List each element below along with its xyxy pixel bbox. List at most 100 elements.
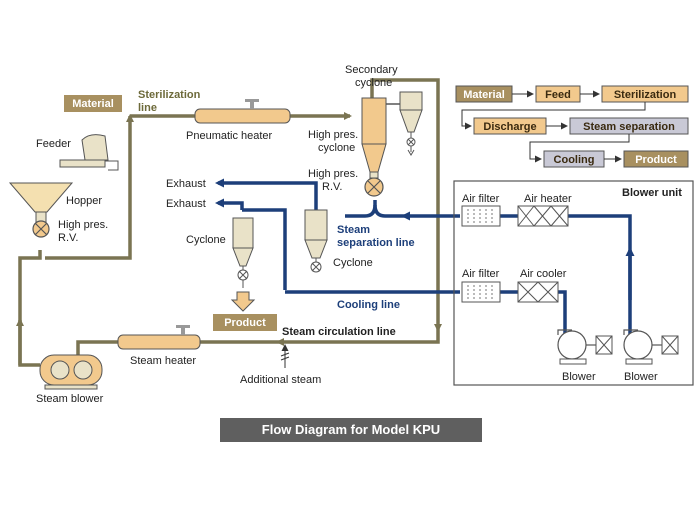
- cyclone-right-cone: [304, 239, 328, 259]
- cyclone-left-cone: [232, 247, 254, 267]
- hopper-rv-label-2: R.V.: [58, 232, 78, 244]
- exhaust-label-1: Exhaust: [166, 178, 206, 190]
- cyclone-left-top: [232, 217, 254, 249]
- pneumatic-heater-label: Pneumatic heater: [186, 130, 273, 142]
- air-cooler-x: [517, 281, 559, 303]
- secondary-cyclone-top: [399, 91, 423, 111]
- blower-right-label: Blower: [624, 371, 658, 383]
- feeder: [59, 134, 119, 171]
- legend-product-box: [623, 150, 689, 168]
- hopper: [8, 182, 74, 238]
- feeder-hopper-shape: [81, 134, 109, 161]
- air-lines: [215, 178, 635, 335]
- exhaust-1-path: [215, 178, 318, 210]
- hp-cyclone-rv-x: [367, 180, 381, 194]
- material-box: [64, 95, 122, 112]
- blower-right-motor-x: [661, 335, 679, 355]
- legend-arrow-5: [529, 134, 630, 163]
- air-cooler-body: [517, 281, 559, 303]
- hopper-rv-label-1: High pres.: [58, 219, 108, 231]
- steam-blower: [39, 354, 103, 390]
- steam-blower-rotor-2: [73, 360, 93, 380]
- steam-heater-cap: [176, 325, 190, 328]
- blower-left-outlet: [557, 329, 572, 335]
- air-filter-top-label: Air filter: [462, 193, 500, 205]
- steam-circulation-path: [276, 330, 440, 346]
- additional-steam-inlet: [280, 344, 290, 368]
- steam-blower-base: [44, 384, 98, 390]
- steam-line-heater-out: [76, 340, 118, 360]
- secondary-cyclone: [386, 91, 423, 156]
- cyclone-right-label: Cyclone: [333, 257, 373, 269]
- air-cooler-label: Air cooler: [520, 268, 567, 280]
- hp-rv-right-label-2: R.V.: [322, 181, 342, 193]
- cyclone-right: [304, 209, 328, 273]
- steam-blower-body: [39, 354, 103, 386]
- air-heater: [517, 205, 569, 227]
- secondary-cyclone-valve-x: [407, 138, 415, 146]
- secondary-cyclone-drop-arrow: [407, 149, 415, 156]
- steam-heater-body: [117, 334, 201, 350]
- blower-right-to-heater: [568, 214, 632, 335]
- legend-feed-label: Feed: [545, 89, 571, 101]
- blower-right-outlet: [623, 329, 638, 335]
- additional-steam-break: [280, 352, 290, 361]
- steam-lines: [16, 78, 442, 367]
- steam-separation-path-3: [345, 204, 377, 218]
- cyclone-right-valve-x: [311, 262, 321, 272]
- air-filter-bottom-label: Air filter: [462, 268, 500, 280]
- exhaust-2-arrow: [215, 198, 244, 210]
- hp-cyclone-neck: [369, 171, 379, 179]
- pneumatic-heater-stem: [250, 101, 254, 109]
- legend-sterilization-label: Sterilization: [614, 89, 677, 101]
- legend-cooling-label: Cooling: [554, 154, 595, 166]
- steam-line-sterilization-riser: [45, 114, 134, 260]
- legend-material-label: Material: [463, 89, 505, 101]
- steam-separation-line-label-1: Steam: [337, 224, 370, 236]
- hp-cyclone-label-1: High pres.: [308, 129, 358, 141]
- hp-rv-right-label-1: High pres.: [308, 168, 358, 180]
- air-filter-top: [461, 205, 501, 227]
- hp-cyclone-cone: [361, 143, 387, 173]
- blower-left-to-cooler: [558, 290, 567, 335]
- blower-left: [557, 329, 613, 365]
- steam-separation-path-2: [373, 200, 404, 218]
- legend-steam-separation-label: Steam separation: [583, 121, 675, 133]
- pneumatic-heater-body: [194, 108, 291, 124]
- additional-steam-label: Additional steam: [240, 374, 321, 386]
- secondary-cyclone-label-1: Secondary: [345, 64, 398, 76]
- steam-heater-stem: [181, 327, 185, 335]
- hopper-rv-x: [34, 222, 48, 236]
- feeder-label: Feeder: [36, 138, 71, 150]
- air-filter-bottom: [461, 281, 501, 303]
- steam-line-left-riser: [18, 250, 42, 367]
- hopper-funnel: [8, 182, 74, 213]
- cooling-line-label: Cooling line: [337, 299, 400, 311]
- legend-product-label: Product: [635, 154, 677, 166]
- hopper-label: Hopper: [66, 195, 102, 207]
- product-box-label: Product: [224, 317, 266, 329]
- pneumatic-heater-cap: [245, 99, 259, 102]
- cyclone-right-top: [304, 209, 328, 241]
- pneumatic-heater: [194, 99, 291, 124]
- exhaust-2-path: [242, 208, 287, 290]
- blower-right-housing: [623, 330, 653, 360]
- steam-blower-label: Steam blower: [36, 393, 104, 405]
- material-box-label: Material: [72, 98, 114, 110]
- diagram-title: Flow Diagram for Model KPU: [262, 422, 440, 437]
- steam-circulation-line-label: Steam circulation line: [282, 326, 396, 338]
- steam-separation-line-label-2: separation line: [337, 237, 415, 249]
- title-bar: [220, 418, 482, 442]
- blower-right-base: [625, 358, 653, 365]
- secondary-cyclone-cone: [399, 109, 423, 133]
- secondary-cyclone-label-2: cyclone: [355, 77, 392, 89]
- legend-discharge-label: Discharge: [483, 121, 536, 133]
- cyclone-left-label: Cyclone: [186, 234, 226, 246]
- cyclone-left: [230, 217, 256, 312]
- air-filter-bottom-body: [461, 281, 501, 303]
- blower-unit-frame: [453, 180, 694, 386]
- hp-cyclone-top: [361, 97, 387, 145]
- air-cooler: [517, 281, 559, 303]
